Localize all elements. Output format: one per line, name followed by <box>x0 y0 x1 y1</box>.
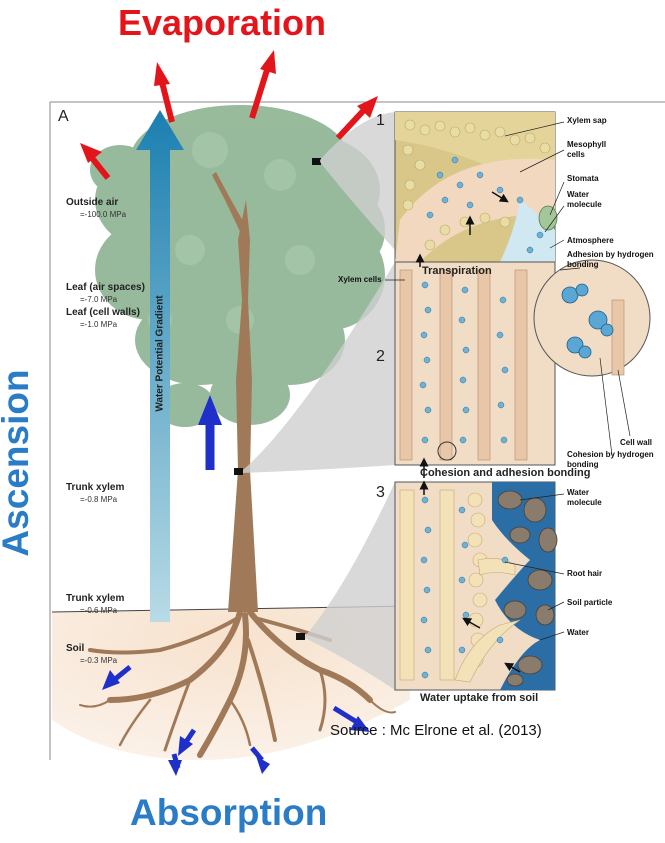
panel-letter: A <box>58 108 69 126</box>
label-xylem-cells: Xylem cells <box>338 275 382 285</box>
potential-name: Trunk xylem <box>66 593 124 604</box>
label-stomata: Stomata <box>567 174 599 184</box>
ascension-title: Ascension <box>0 363 37 563</box>
panel-caption-cohesion: Cohesion and adhesion bonding <box>420 467 591 479</box>
absorption-title: Absorption <box>130 792 327 834</box>
marker-leaf <box>312 158 321 165</box>
panel-caption-transpiration: Transpiration <box>422 265 492 277</box>
panel-2-xylem <box>395 258 650 478</box>
label-water-molecule-3: Water molecule <box>567 488 617 508</box>
label-adhesion: Adhesion by hydrogen bonding <box>567 250 663 270</box>
label-xylem-sap: Xylem sap <box>567 116 607 126</box>
label-cohesion: Cohesion by hydrogen bonding <box>567 450 663 470</box>
evaporation-title: Evaporation <box>118 2 326 44</box>
panel-1-leaf <box>395 112 557 262</box>
panel-caption-uptake: Water uptake from soil <box>420 692 538 704</box>
panel-number-1: 1 <box>376 112 385 130</box>
potential-name: Leaf (cell walls) <box>66 307 140 318</box>
potential-value: =-100.0 MPa <box>80 210 126 219</box>
label-soil-particle: Soil particle <box>567 598 612 608</box>
label-cell-wall: Cell wall <box>620 438 652 448</box>
potential-value: =-1.0 MPa <box>80 320 117 329</box>
potential-name: Outside air <box>66 197 118 208</box>
gradient-label: Water Potential Gradient <box>155 269 166 439</box>
potential-value: =-7.0 MPa <box>80 295 117 304</box>
label-water-molecule: Water molecule <box>567 190 617 210</box>
label-root-hair: Root hair <box>567 569 602 579</box>
label-water: Water <box>567 628 589 638</box>
panel-number-2: 2 <box>376 348 385 366</box>
potential-value: =-0.3 MPa <box>80 656 117 665</box>
source-citation: Source : Mc Elrone et al. (2013) <box>330 722 542 739</box>
potential-name: Trunk xylem <box>66 482 124 493</box>
marker-root <box>296 633 305 640</box>
marker-trunk <box>234 468 243 475</box>
potential-name: Leaf (air spaces) <box>66 282 145 293</box>
potential-value: =-0.8 MPa <box>80 495 117 504</box>
potential-value: =-0.6 MPa <box>80 606 117 615</box>
label-atmosphere: Atmosphere <box>567 236 614 246</box>
potential-name: Soil <box>66 643 84 654</box>
panel-3-root <box>395 482 557 690</box>
panel-number-3: 3 <box>376 484 385 502</box>
label-mesophyll-cells: Mesophyll cells <box>567 140 615 160</box>
